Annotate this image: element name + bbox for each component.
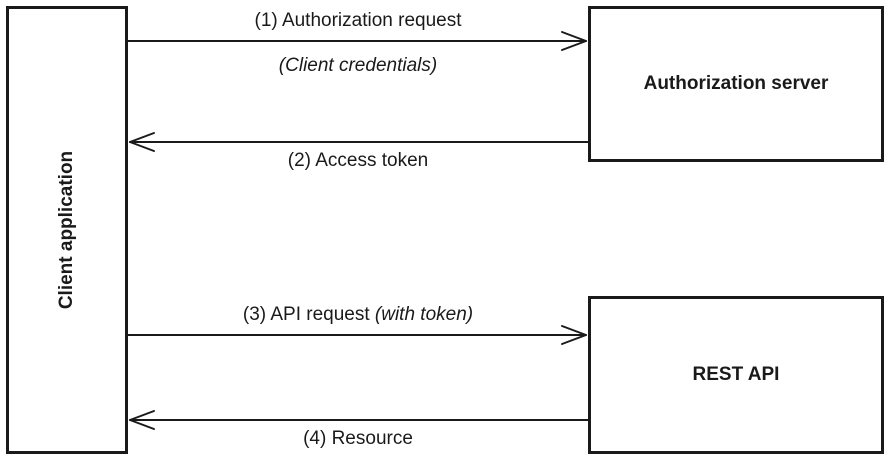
api-request-label-text: (3) API request (242, 304, 375, 325)
resource-arrow (129, 410, 589, 430)
client-credentials-note: (Client credentials) (278, 55, 438, 76)
api-request-label-italic: (with token) (374, 304, 474, 325)
authorization-server-box: Authorization server (588, 6, 884, 162)
authorization-server-label: Authorization server (643, 73, 829, 94)
rest-api-box: REST API (588, 296, 884, 454)
access-token-label: (2) Access token (287, 150, 429, 171)
access-token-arrow (129, 132, 589, 152)
api-request-label: (3) API request (with token) (243, 304, 473, 326)
auth-request-arrow (127, 31, 587, 51)
api-request-arrow (127, 325, 587, 345)
resource-label: (4) Resource (303, 428, 413, 449)
rest-api-label: REST API (692, 364, 780, 385)
auth-request-label: (1) Authorization request (254, 10, 462, 31)
client-application-box: Client application (6, 6, 128, 454)
